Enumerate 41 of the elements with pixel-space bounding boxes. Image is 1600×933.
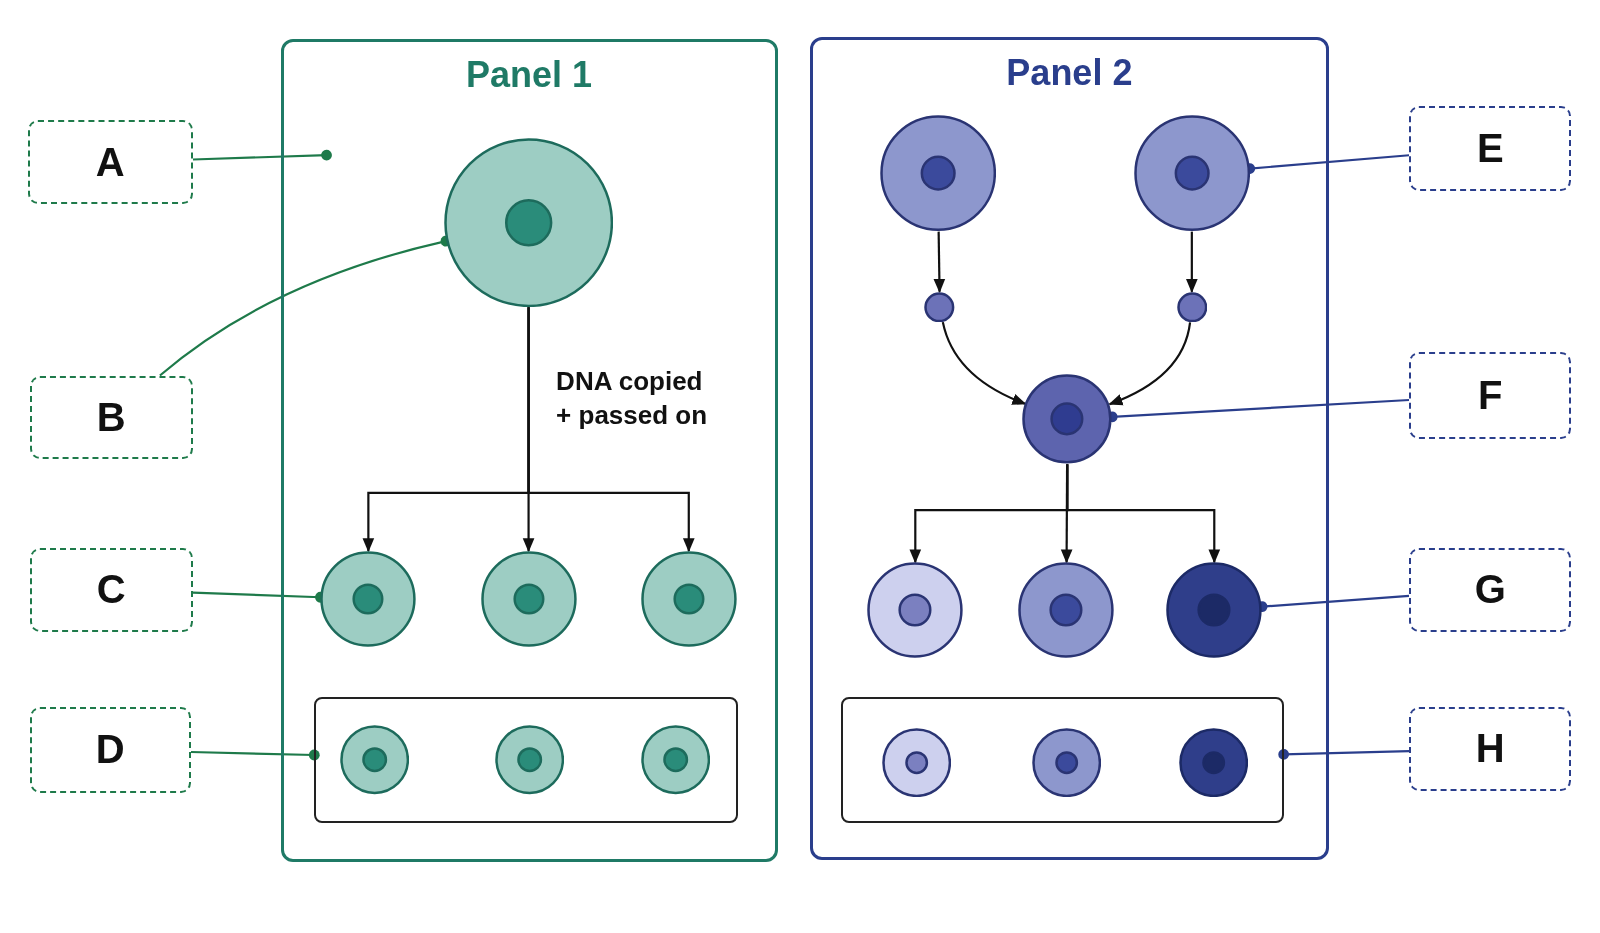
cell	[867, 562, 964, 659]
cell	[1022, 374, 1113, 465]
callout-label: G	[1409, 547, 1572, 632]
arrow	[1108, 322, 1192, 406]
callout-label: D	[29, 707, 191, 793]
arrow	[1066, 464, 1221, 564]
panel	[280, 38, 778, 863]
cell	[640, 725, 711, 795]
panel-title: Panel 1	[465, 53, 594, 96]
cell	[1031, 727, 1101, 797]
callout-label: A	[27, 120, 193, 205]
cell	[1178, 727, 1248, 797]
callout-label: H	[1409, 707, 1572, 791]
cell	[339, 725, 410, 795]
arrow	[933, 231, 946, 293]
cell	[443, 137, 614, 308]
cell	[494, 725, 565, 795]
leader-line	[1278, 749, 1410, 760]
cell-group-box	[314, 696, 738, 824]
cell	[1166, 562, 1263, 659]
panel	[810, 36, 1329, 861]
cell	[924, 291, 956, 323]
callout-label: C	[29, 547, 193, 632]
cell	[1018, 562, 1115, 659]
callout-label: E	[1409, 106, 1572, 191]
arrow	[1186, 231, 1198, 293]
callout-label: F	[1409, 352, 1572, 439]
cell	[640, 551, 737, 647]
cell	[1133, 115, 1250, 232]
cell	[1176, 291, 1208, 323]
panel-title: Panel 2	[1005, 51, 1134, 94]
cell	[879, 115, 996, 232]
cell	[480, 551, 577, 647]
cell	[320, 551, 417, 647]
leader-line	[192, 149, 332, 161]
leader-line	[190, 749, 320, 761]
cell	[881, 727, 951, 797]
callout-label: B	[29, 375, 193, 460]
arrow	[527, 307, 695, 553]
arrow	[941, 321, 1027, 405]
cell-group-box	[840, 696, 1284, 824]
